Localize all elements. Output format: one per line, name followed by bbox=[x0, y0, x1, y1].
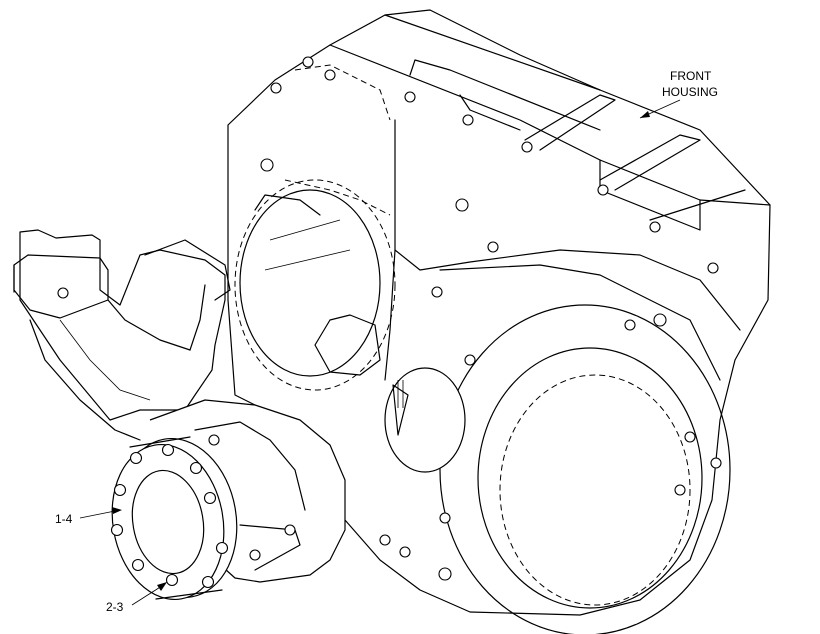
item-2-3-label: 2-3 bbox=[106, 600, 124, 614]
callout-front-housing: FRONT HOUSING bbox=[639, 69, 718, 119]
gear-cover bbox=[439, 304, 731, 634]
front-housing-label-line1: FRONT bbox=[670, 69, 712, 83]
front-housing-label-line2: HOUSING bbox=[662, 85, 718, 99]
cover-flange bbox=[110, 436, 238, 601]
housing-bolts bbox=[260, 56, 722, 581]
callout-2-3: 2-3 bbox=[106, 582, 167, 614]
water-pump-body bbox=[149, 399, 346, 583]
front-housing-plate bbox=[384, 119, 741, 381]
item-1-4-label: 1-4 bbox=[55, 512, 73, 526]
elbow-housing bbox=[13, 229, 231, 441]
center-boss bbox=[384, 367, 466, 473]
housing-bore bbox=[234, 179, 396, 391]
callout-1-4: 1-4 bbox=[55, 507, 122, 526]
